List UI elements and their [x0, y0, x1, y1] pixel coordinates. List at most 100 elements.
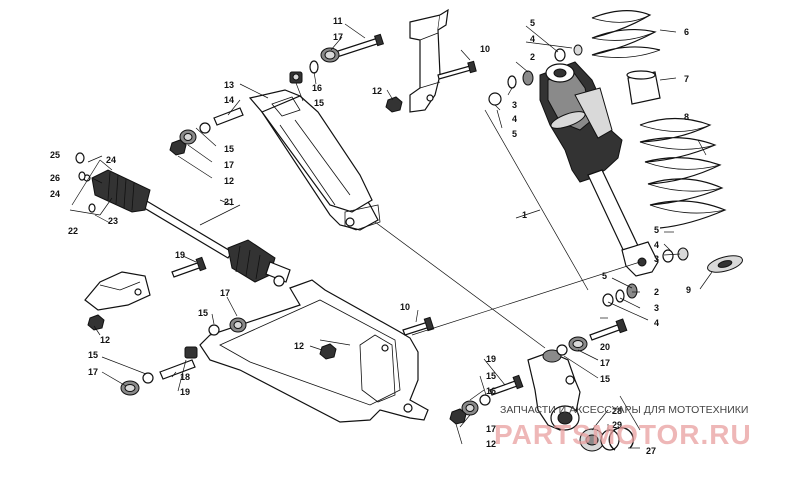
label-2: 2 [654, 287, 659, 297]
label-20: 20 [600, 342, 610, 352]
label-22: 22 [68, 226, 78, 236]
label-17: 17 [224, 160, 234, 170]
label-15: 15 [314, 98, 324, 108]
label-17: 17 [88, 367, 98, 377]
label-2: 2 [530, 52, 535, 62]
label-27: 27 [646, 446, 656, 456]
spindle-washer-15f [479, 394, 491, 406]
shock-bottom-right-hardware [662, 247, 689, 263]
label-17: 17 [220, 288, 230, 298]
axle-clamp-23 [88, 203, 96, 213]
lower-arm-nut-12d [319, 343, 337, 360]
lower-arm-sleeve-18 [159, 359, 196, 380]
spindle-seal-29 [600, 429, 620, 451]
shock-top-spacer-4 [488, 92, 502, 106]
spring-spacer-7 [626, 70, 661, 105]
label-29: 29 [612, 420, 622, 430]
label-15: 15 [486, 371, 496, 381]
label-14: 14 [224, 95, 234, 105]
lower-arm-bolt-10b [402, 316, 435, 336]
shock-top-bushing-3 [507, 75, 517, 89]
spindle-bearing-28 [579, 428, 605, 452]
label-23: 23 [108, 216, 118, 226]
label-8: 8 [684, 112, 689, 122]
spring-seat-9 [707, 255, 743, 273]
label-3: 3 [512, 100, 517, 110]
label-1: 1 [522, 210, 527, 220]
bracket-nut-12 [385, 96, 403, 113]
frame-mount-left [84, 271, 151, 311]
shock-top-washer-2 [522, 70, 534, 86]
label-24: 24 [106, 155, 116, 165]
label-10: 10 [400, 302, 410, 312]
label-19: 19 [175, 250, 185, 260]
lower-arm-washer-15c [208, 324, 220, 336]
label-7: 7 [684, 74, 689, 84]
label-16: 16 [486, 386, 496, 396]
label-15: 15 [600, 374, 610, 384]
label-25: 25 [50, 150, 60, 160]
spindle-upper-washer-15e [556, 344, 568, 356]
label-6: 6 [684, 27, 689, 37]
label-15: 15 [88, 350, 98, 360]
lower-arm-bushing-17c [229, 317, 247, 333]
lower-arm-washer-15d [142, 372, 154, 384]
label-12: 12 [224, 176, 234, 186]
lower-arm-bushing-17d [120, 380, 140, 396]
bracket-bolt-10 [437, 60, 477, 80]
axle-clip-25 [75, 152, 85, 164]
label-4: 4 [654, 318, 659, 328]
label-11: 11 [333, 16, 343, 26]
label-17: 17 [600, 358, 610, 368]
lower-arm-bolt-19a [171, 256, 207, 278]
spindle-knuckle [527, 349, 581, 431]
spring-lower-8 [639, 117, 727, 229]
label-15: 15 [198, 308, 208, 318]
spindle-upper-bushing-17e [568, 336, 588, 352]
label-5: 5 [602, 271, 607, 281]
label-10: 10 [480, 44, 490, 54]
watermark-tagline: ЗАПЧАСТИ И АКСЕССУАРЫ ДЛЯ МОТОТЕХНИКИ [500, 404, 748, 416]
label-3: 3 [654, 254, 659, 264]
upper-arm-sleeve-14 [213, 107, 244, 126]
label-21: 21 [224, 197, 234, 207]
label-28: 28 [612, 406, 622, 416]
axle-ring-26 [78, 171, 86, 181]
label-18: 18 [180, 372, 190, 382]
label-5: 5 [512, 129, 517, 139]
label-12: 12 [100, 335, 110, 345]
label-12: 12 [294, 341, 304, 351]
leader-lines [69, 23, 713, 449]
label-4: 4 [530, 34, 535, 44]
upper-arm-nut-12 [169, 139, 187, 156]
label-13: 13 [224, 80, 234, 90]
label-26: 26 [50, 173, 60, 183]
label-17: 17 [333, 32, 343, 42]
label-16: 16 [312, 83, 322, 93]
upper-arm-washer-16 [309, 60, 319, 74]
label-19: 19 [180, 387, 190, 397]
label-17: 17 [486, 424, 496, 434]
upper-arm-nut-15a [289, 71, 303, 84]
shock-bottom-bolt-20 [589, 318, 628, 341]
upper-arm-bushing-17b [179, 122, 211, 145]
label-4: 4 [654, 240, 659, 250]
callout-labels: 11 17 16 15 13 14 15 17 12 10 12 5 4 2 3… [50, 16, 691, 456]
lower-arm-nut-15e [184, 346, 198, 359]
label-19: 19 [486, 354, 496, 364]
label-15: 15 [224, 144, 234, 154]
spindle-snap-ring-27 [608, 427, 634, 451]
watermark-logo: PARTSMOTOR.RU [494, 419, 752, 450]
label-3: 3 [654, 303, 659, 313]
label-5: 5 [654, 225, 659, 235]
label-4: 4 [512, 114, 517, 124]
label-9: 9 [686, 285, 691, 295]
drive-axle [83, 169, 291, 287]
upper-arm-bushing-17 [320, 47, 340, 63]
lower-a-arm [199, 279, 429, 423]
upper-a-arm [248, 89, 381, 231]
frame-bracket [409, 8, 449, 113]
spindle-bolt-19c [489, 374, 524, 396]
spring-upper-6 [591, 10, 661, 58]
